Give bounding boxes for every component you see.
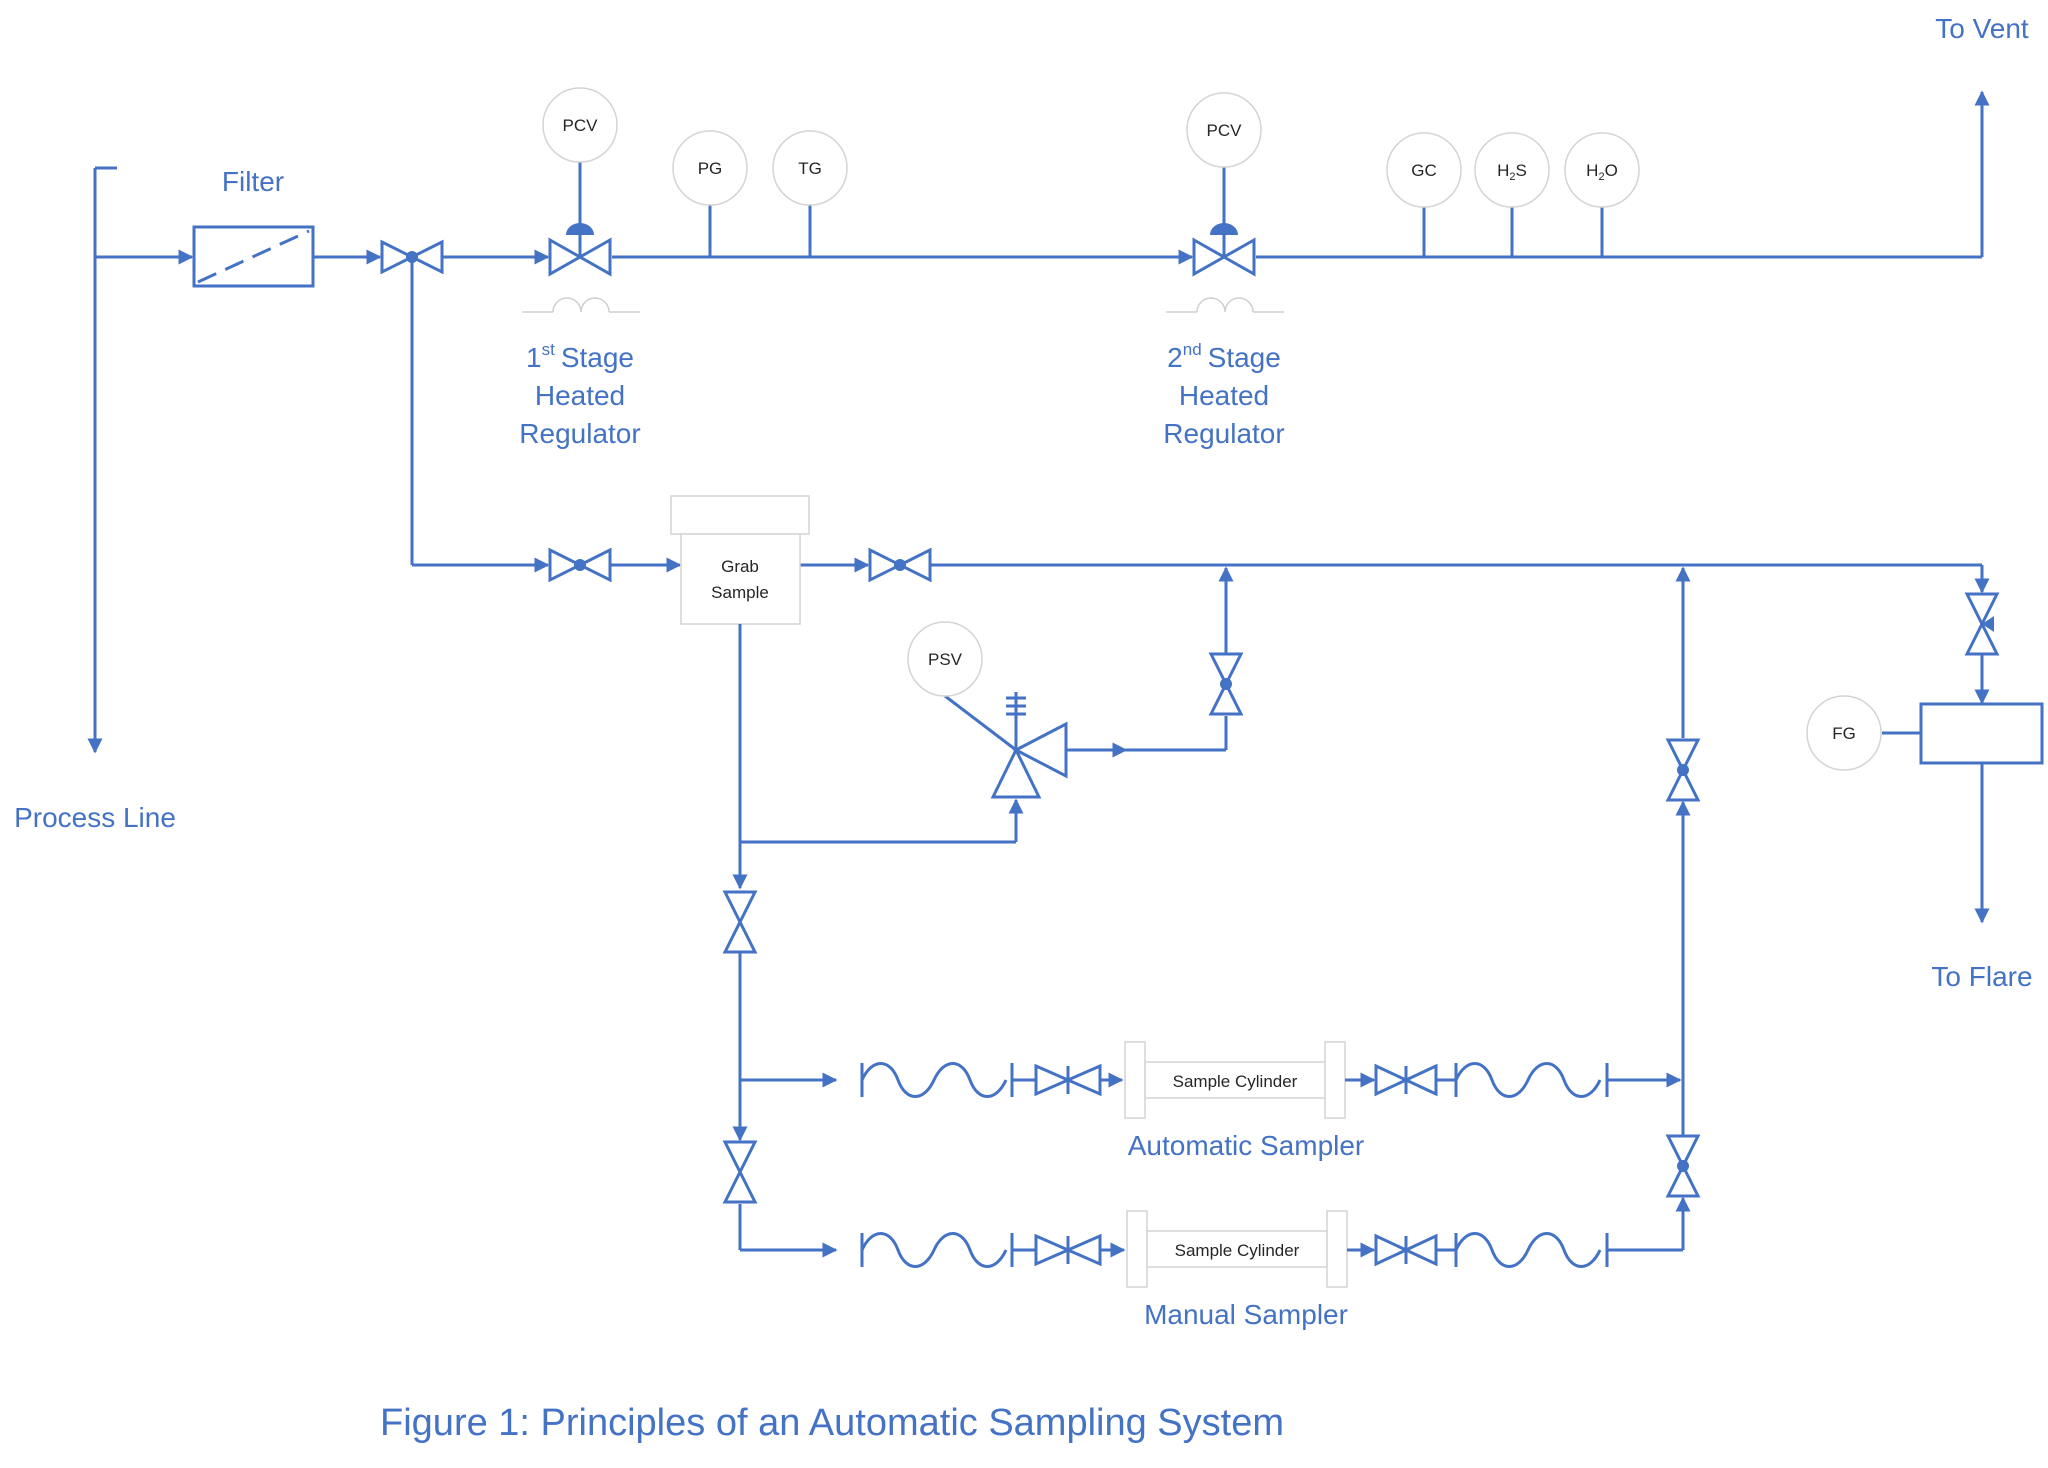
to-vent-label: To Vent [1935,13,2029,44]
grab-outlet-valve [868,547,932,583]
grab-sample-label-line2: Sample [711,583,769,602]
grab-sample-label-line1: Grab [721,557,759,576]
figure-caption: Figure 1: Principles of an Automatic Sam… [380,1402,1284,1444]
manual-sampler-label: Manual Sampler [1144,1299,1348,1330]
process-line-pipe [87,166,117,754]
svg-text:PSV: PSV [928,650,963,669]
automatic-sampler-label: Automatic Sampler [1128,1130,1365,1161]
pcv2-instrument: PCV [1186,92,1262,168]
process-line-label: Process Line [14,802,176,833]
svg-text:PCV: PCV [1207,121,1243,140]
left-vertical-valve-1 [722,890,758,954]
grab-sample-box [670,495,810,625]
tg-instrument: TG [772,130,848,206]
second-stage-regulator-valve [1192,167,1256,277]
svg-text:PCV: PCV [563,116,599,135]
first-stage-regulator-valve [548,162,612,277]
fg-instrument: FG [1806,695,1882,771]
flare-knockout-vessel [1919,702,2044,765]
reg1-regulator-label: Regulator [519,418,640,449]
psv-valve [944,692,1068,799]
psv-outlet-valve [1208,652,1244,716]
sample-cylinder-manual-label: Sample Cylinder [1175,1241,1300,1260]
sample-branch-pipe [410,257,1990,594]
grab-inlet-valve [548,547,612,583]
top-main-pipe [95,90,1990,265]
right-vertical-valve-upper [1665,738,1701,802]
svg-text:PG: PG [698,159,723,178]
grab-sample-downline [732,624,1024,890]
pcv1-instrument: PCV [542,87,618,163]
reg2-heated-label: Heated [1179,380,1269,411]
left-vertical-valve-2 [722,1140,758,1204]
pg-instrument: PG [672,130,748,206]
regulator-heater-ghost-2 [1166,297,1284,313]
filter-symbol [192,225,315,288]
reg2-regulator-label: Regulator [1163,418,1284,449]
psv-instrument: PSV [907,621,983,697]
flare-valve [1964,592,2000,656]
to-flare-label: To Flare [1931,961,2032,992]
right-vertical-valve-lower [1665,1134,1701,1198]
svg-text:FG: FG [1832,724,1856,743]
reg1-heated-label: Heated [535,380,625,411]
svg-text:GC: GC [1411,161,1437,180]
gc-instrument: GC [1386,132,1462,208]
regulator-heater-ghost-1 [522,297,640,313]
svg-text:H2O: H2O [1586,161,1618,183]
psv-discharge-pipe [1066,566,1234,758]
h2o-instrument: H2O [1564,132,1640,208]
manual-sampler-row [740,1210,1683,1288]
svg-text:TG: TG [798,159,822,178]
h2s-instrument: H2S [1474,132,1550,208]
filter-label: Filter [222,166,284,197]
sample-cylinder-auto-label: Sample Cylinder [1173,1072,1298,1091]
svg-text:H2S: H2S [1497,161,1527,183]
automatic-sampler-row [740,1041,1682,1119]
